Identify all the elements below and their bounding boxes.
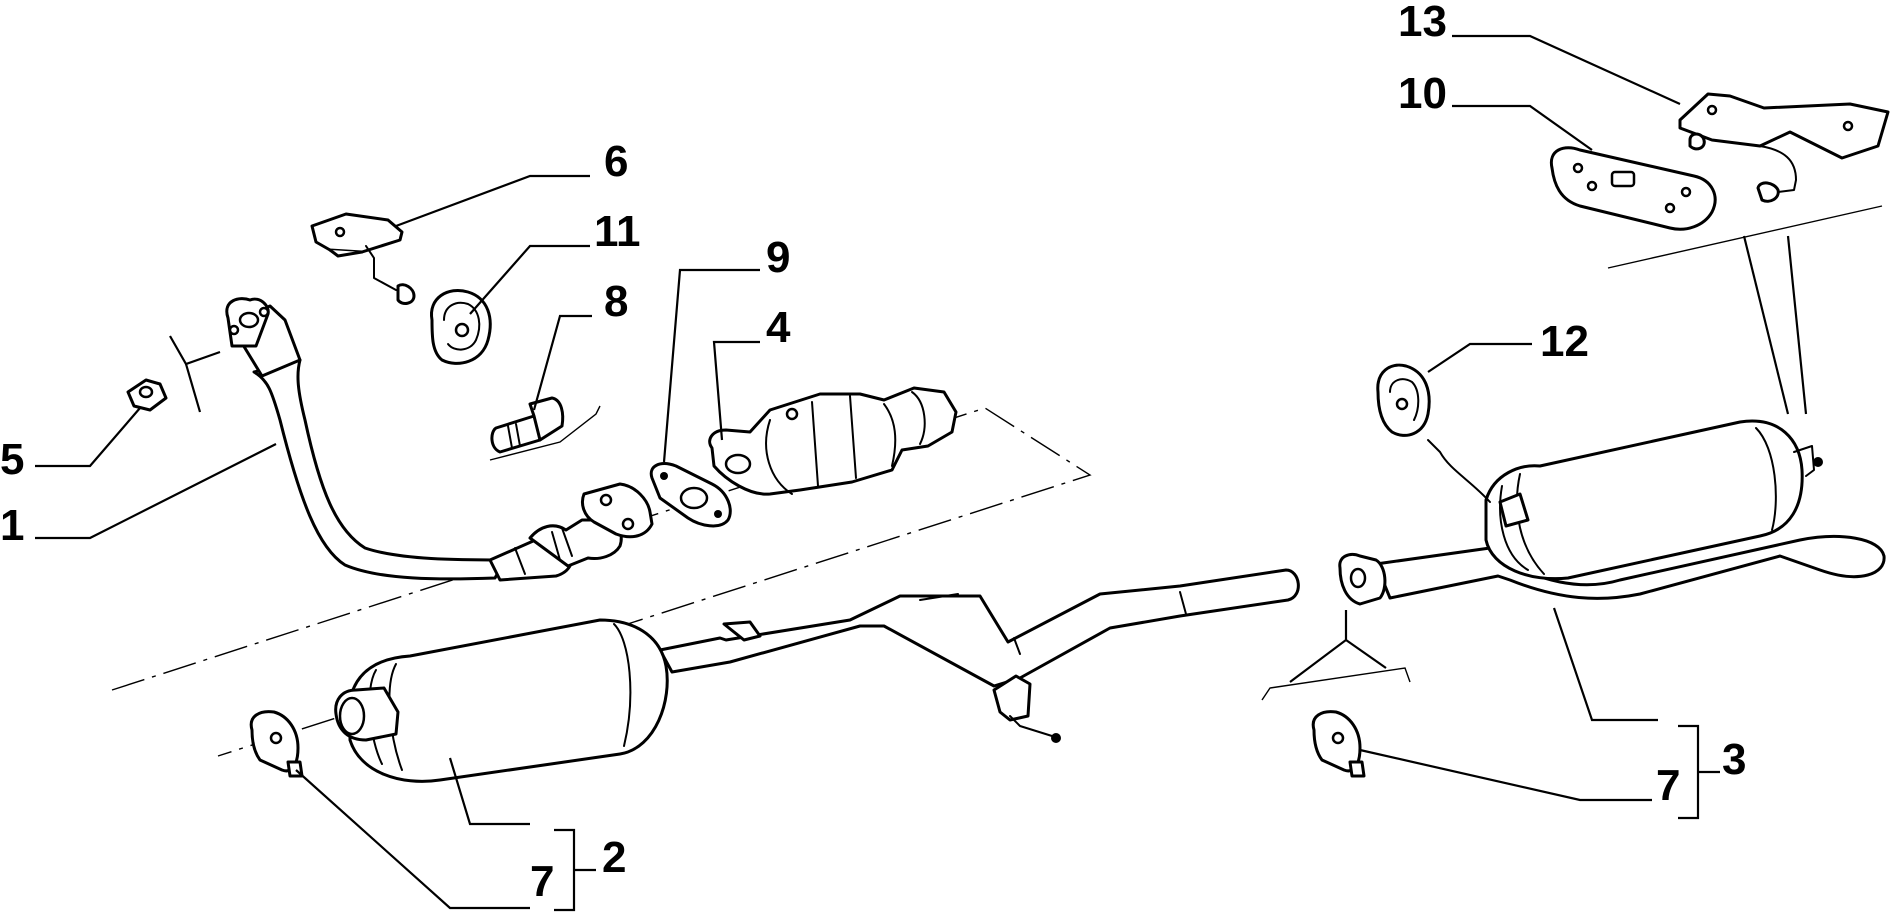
callout-7-front: 7: [530, 857, 554, 906]
callout-12: 12: [1540, 317, 1589, 366]
callout-1: 1: [0, 501, 24, 550]
part-13-bracket: [1678, 92, 1890, 203]
part-3-rear-silencer: [1338, 419, 1886, 606]
callout-10: 10: [1398, 69, 1447, 118]
part-4-catalytic-converter: [708, 386, 958, 496]
part-6-bracket: [310, 212, 416, 305]
callouts: 13 10 6 11 9 8 4 12 5 1 7 2 7 3: [0, 0, 1746, 906]
callout-13: 13: [1398, 0, 1447, 46]
part-7-hanger-front: [249, 710, 304, 778]
leader-lines: [35, 34, 1808, 912]
part-10-heat-shield: [1549, 146, 1717, 231]
callout-9: 9: [766, 233, 790, 282]
part-12-rubber-mount: [1376, 363, 1431, 437]
cut-mark: [169, 335, 221, 413]
callout-8: 8: [604, 277, 628, 326]
part-1-front-pipe: [225, 297, 654, 582]
callout-6: 6: [604, 137, 628, 186]
part-2-front-silencer: [334, 568, 1300, 783]
part-5-nut: [126, 378, 168, 412]
part-8-bolt: [490, 396, 565, 454]
callout-4: 4: [766, 303, 791, 352]
part-9-gasket: [649, 462, 732, 528]
part-7-hanger-rear: [1311, 710, 1366, 778]
callout-5: 5: [0, 435, 24, 484]
callout-11: 11: [594, 207, 641, 256]
callout-2: 2: [602, 833, 626, 882]
callout-7-rear: 7: [1656, 761, 1680, 810]
callout-3: 3: [1722, 735, 1746, 784]
